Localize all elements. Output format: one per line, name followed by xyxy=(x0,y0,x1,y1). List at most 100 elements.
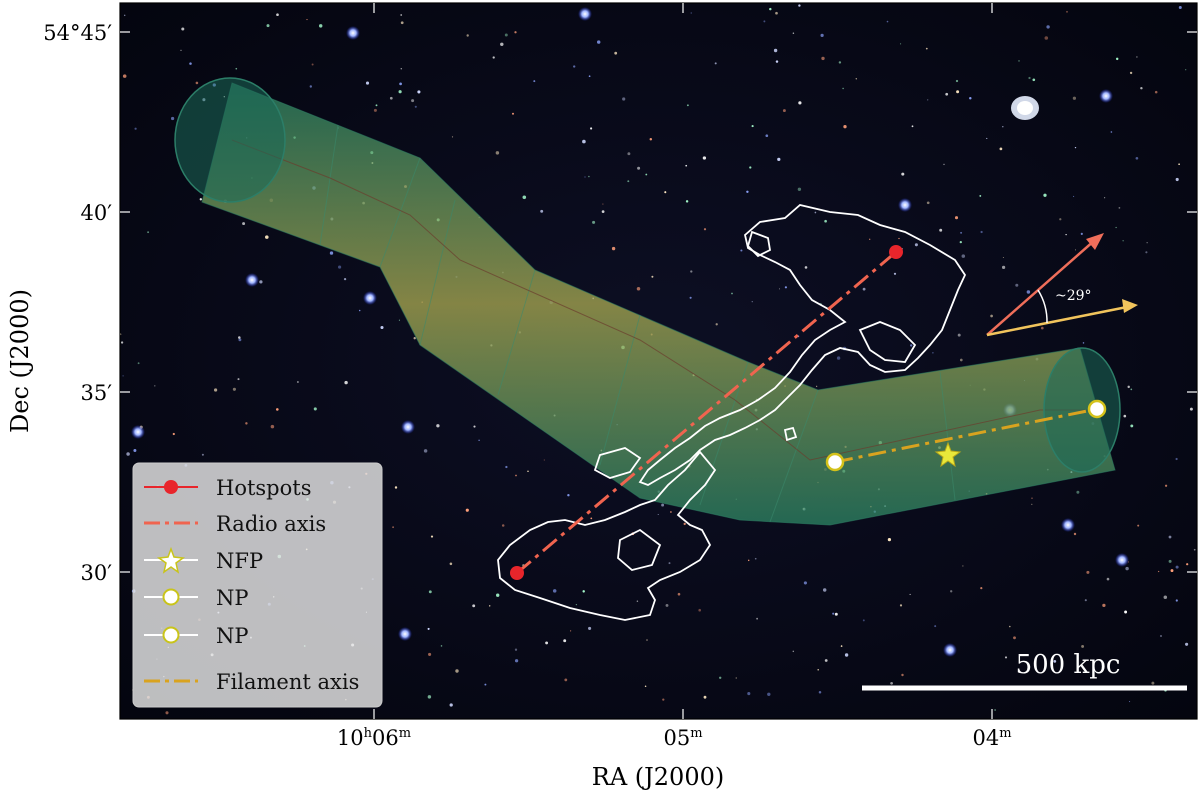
background-star xyxy=(614,51,618,55)
background-star xyxy=(543,459,545,461)
nfp-marker xyxy=(934,441,962,468)
background-star xyxy=(511,112,515,115)
background-star xyxy=(773,48,778,53)
background-star xyxy=(765,134,769,138)
background-star xyxy=(1130,424,1134,428)
background-star xyxy=(1053,660,1057,663)
scale-bar: 500 kpc xyxy=(862,650,1187,691)
background-star xyxy=(1032,78,1036,82)
background-star xyxy=(398,90,402,94)
background-star xyxy=(449,562,453,566)
background-star xyxy=(1086,570,1090,574)
background-star xyxy=(961,254,966,258)
legend-hotspot-swatch xyxy=(164,480,178,494)
hotspot-marker xyxy=(889,245,903,259)
contour-inner-ridge xyxy=(858,321,917,363)
y-tick-label: 54°45′ xyxy=(43,21,112,45)
background-star xyxy=(784,286,788,289)
background-star xyxy=(842,87,844,90)
background-star xyxy=(611,246,616,251)
background-star xyxy=(436,424,440,428)
background-star xyxy=(887,537,892,542)
background-star xyxy=(668,562,671,565)
background-star xyxy=(869,238,871,240)
bright-star xyxy=(578,7,592,21)
background-star xyxy=(428,652,432,656)
background-star xyxy=(740,249,743,252)
background-star xyxy=(588,626,592,630)
background-star xyxy=(400,14,403,16)
background-star xyxy=(714,62,717,65)
background-star xyxy=(1129,71,1133,75)
filament-axis xyxy=(834,407,1098,464)
background-star xyxy=(172,432,175,436)
legend-label: NP xyxy=(216,586,249,610)
background-star xyxy=(427,627,430,630)
background-star xyxy=(564,678,568,682)
background-star xyxy=(423,449,428,453)
background-star xyxy=(1157,570,1160,573)
background-star xyxy=(1115,57,1119,61)
background-star xyxy=(1163,595,1168,600)
background-star xyxy=(120,341,124,344)
background-star xyxy=(898,237,900,240)
background-star xyxy=(637,166,641,170)
background-star xyxy=(1175,599,1178,602)
y-tick-label: 40′ xyxy=(81,201,113,225)
background-star xyxy=(1164,484,1168,487)
background-star xyxy=(472,604,476,608)
background-star xyxy=(959,358,963,362)
background-star xyxy=(147,231,150,234)
background-star xyxy=(798,4,801,7)
background-star xyxy=(465,508,469,512)
background-star xyxy=(1189,407,1193,411)
bright-star xyxy=(363,291,377,305)
background-star xyxy=(270,424,275,429)
x-tick-label: 05m xyxy=(663,726,702,750)
background-star xyxy=(389,96,393,100)
background-star xyxy=(1146,242,1148,244)
background-star xyxy=(820,33,824,38)
background-star xyxy=(686,104,689,107)
background-star xyxy=(703,228,707,231)
background-star xyxy=(582,139,586,144)
background-star xyxy=(242,222,246,226)
background-star xyxy=(886,20,889,23)
background-star xyxy=(1125,566,1129,571)
background-star xyxy=(814,211,817,214)
background-star xyxy=(238,336,241,339)
background-star xyxy=(306,19,308,21)
background-star xyxy=(235,67,238,70)
background-star xyxy=(1082,342,1085,344)
background-star xyxy=(592,220,596,224)
background-star xyxy=(488,605,491,607)
background-star xyxy=(843,125,847,129)
background-star xyxy=(622,97,626,101)
background-star xyxy=(836,356,841,360)
bright-star xyxy=(401,420,415,434)
background-star xyxy=(862,619,865,622)
background-star xyxy=(1178,163,1180,166)
background-star xyxy=(1151,681,1155,685)
background-star xyxy=(1154,90,1158,94)
background-star xyxy=(834,612,838,616)
background-star xyxy=(798,101,802,105)
background-star xyxy=(855,78,857,80)
background-star xyxy=(455,669,459,673)
background-star xyxy=(400,68,403,70)
background-star xyxy=(644,685,647,687)
background-star xyxy=(1110,131,1113,133)
background-star xyxy=(318,24,323,28)
background-star xyxy=(1136,56,1138,58)
background-star xyxy=(449,703,453,707)
bright-star xyxy=(131,425,145,439)
angle-label: ~29° xyxy=(1055,288,1092,304)
background-star xyxy=(514,659,519,663)
background-star xyxy=(1160,635,1162,637)
background-star xyxy=(573,65,576,68)
background-star xyxy=(399,82,402,86)
background-star xyxy=(588,175,590,178)
background-star xyxy=(999,147,1003,151)
background-star xyxy=(862,287,866,291)
background-star xyxy=(427,695,432,699)
